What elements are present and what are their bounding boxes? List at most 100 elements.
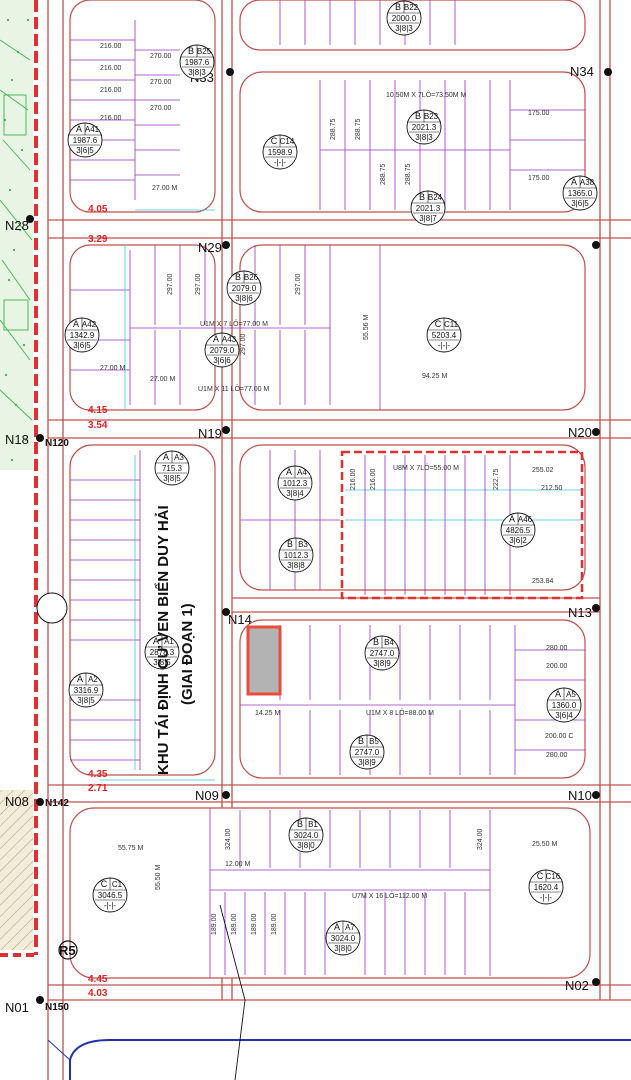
block-text: A1 bbox=[164, 637, 174, 646]
block-text: A bbox=[213, 334, 219, 344]
highlight-parcel bbox=[246, 625, 282, 696]
block-text: B bbox=[419, 192, 425, 202]
dimension-label: 288.75 bbox=[405, 163, 412, 185]
dimension-label: 216.00 bbox=[100, 65, 122, 72]
a117-marker bbox=[36, 592, 68, 624]
block-text: A2 bbox=[88, 675, 98, 684]
project-title-line1: KHU TÁI ĐỊNH CƯ VEN BIỂN DUY HẢI bbox=[154, 505, 172, 775]
dimension-label: 324.00 bbox=[477, 828, 484, 850]
block-text: 2021.3 bbox=[412, 123, 437, 132]
block-text: A bbox=[77, 674, 83, 684]
dimension-label: 280.00 bbox=[546, 645, 568, 652]
node-label: N18 bbox=[5, 432, 29, 447]
block-text: 3|8|5 bbox=[153, 658, 171, 667]
dimension-label: 189.00 bbox=[231, 913, 238, 935]
block-text: C16 bbox=[546, 872, 561, 881]
node-label: N14 bbox=[228, 612, 252, 627]
block-text: 1620.4 bbox=[534, 883, 559, 892]
dimension-label: 175.00 bbox=[528, 175, 550, 182]
dimension-label: 288.75 bbox=[330, 118, 337, 140]
block-text: A4 bbox=[297, 468, 307, 477]
lot-dividers bbox=[70, 0, 585, 978]
node-label: R5 bbox=[59, 943, 76, 958]
block-text: B bbox=[373, 637, 379, 647]
dimension-label: 253.84 bbox=[532, 578, 554, 585]
block-text: 1342.9 bbox=[70, 331, 95, 340]
block-text: 3|8|9 bbox=[358, 758, 376, 767]
section-lines bbox=[219, 904, 246, 1080]
block-text: 3|8|5 bbox=[163, 474, 181, 483]
dimension-label: 288.75 bbox=[355, 118, 362, 140]
block-text: 2747.0 bbox=[370, 649, 395, 658]
node-label: N02 bbox=[565, 978, 589, 993]
block-text: 3024.0 bbox=[331, 934, 356, 943]
dimension-label: 216.00 bbox=[100, 115, 122, 122]
block-text: 3046.5 bbox=[98, 891, 123, 900]
dimension-label: 200.00 bbox=[546, 663, 568, 670]
block-text: 3|8|6 bbox=[235, 294, 253, 303]
block-text: 3|6|5 bbox=[73, 341, 91, 350]
block-text: 1987.6 bbox=[73, 136, 98, 145]
block-text: B5 bbox=[369, 737, 379, 746]
dimension-label: 55.50 M bbox=[155, 865, 162, 890]
block-text: A46 bbox=[518, 515, 533, 524]
dimension-label: 216.00 bbox=[100, 87, 122, 94]
node-label: N19 bbox=[198, 426, 222, 441]
block-text: 2021.3 bbox=[416, 204, 441, 213]
block-text: C11 bbox=[444, 320, 459, 329]
dimension-label: 216.00 bbox=[100, 43, 122, 50]
r5-marker bbox=[58, 940, 78, 960]
block-text: 3|8|4 bbox=[286, 489, 304, 498]
block-text: 3|8|3 bbox=[188, 68, 206, 77]
project-title-line2: (GIAI ĐOẠN 1) bbox=[179, 603, 196, 705]
block-text: 4826.5 bbox=[506, 526, 531, 535]
dimension-label: 25.50 M bbox=[532, 841, 557, 848]
dimension-label: 175.00 bbox=[528, 110, 550, 117]
block-text: 3|8|5 bbox=[77, 696, 95, 705]
block-text: A41 bbox=[85, 125, 100, 134]
dimension-label: U1M X 8 LÔ=88.00 M bbox=[366, 708, 434, 717]
block-text: C bbox=[271, 136, 278, 146]
block-text: B1 bbox=[308, 820, 318, 829]
dimension-label: 280.00 bbox=[546, 752, 568, 759]
block-text: A7 bbox=[345, 923, 355, 932]
block-text: 3|8|0 bbox=[297, 841, 315, 850]
node-label: N13 bbox=[568, 605, 592, 620]
elevation: 3.29 bbox=[88, 234, 108, 245]
block-text: B26 bbox=[244, 273, 259, 282]
dimension-label: 55.75 M bbox=[118, 845, 143, 852]
green-dots bbox=[3, 18, 30, 462]
block-text: -|-|- bbox=[274, 158, 286, 167]
block-text: 715.3 bbox=[162, 464, 183, 473]
block-text: C bbox=[537, 871, 544, 881]
block-text: 2000.0 bbox=[392, 14, 417, 23]
block-a3: A A3 715.33|8|5 bbox=[154, 450, 190, 486]
dimension-label: 27.00 M bbox=[100, 365, 125, 372]
dimension-label: 297.00 bbox=[240, 333, 247, 355]
elevation: 4.05 bbox=[88, 204, 108, 215]
block-text: A bbox=[163, 452, 169, 462]
block-text: B bbox=[287, 539, 293, 549]
block-text: B23 bbox=[424, 112, 439, 121]
block-text: A3 bbox=[174, 453, 184, 462]
block-text: A bbox=[76, 124, 82, 134]
node-label: N120 bbox=[45, 438, 69, 449]
block-text: A bbox=[509, 514, 515, 524]
block-text: 2878.3 bbox=[150, 648, 175, 657]
dimension-label: 297.00 bbox=[195, 273, 202, 295]
dimension-label: 27.00 M bbox=[152, 185, 177, 192]
